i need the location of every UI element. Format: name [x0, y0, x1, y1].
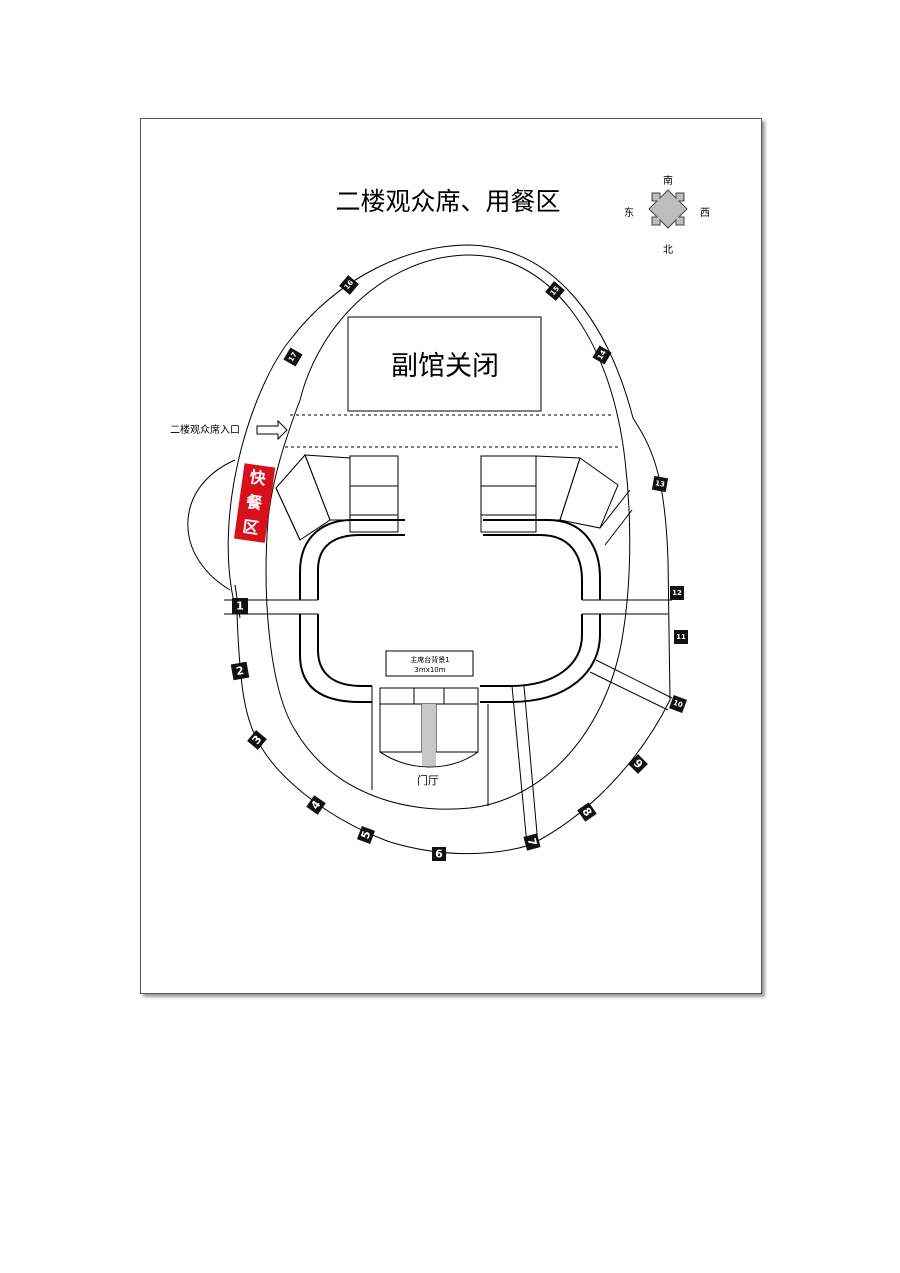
svg-text:10: 10	[672, 699, 684, 710]
marker-14: 14	[592, 345, 612, 365]
seating-block-left-inner	[349, 455, 399, 533]
entrance-label: 二楼观众席入口	[170, 423, 240, 436]
svg-text:17: 17	[287, 351, 299, 364]
svg-text:3: 3	[250, 733, 265, 747]
marker-4: 4	[306, 795, 326, 815]
stage-box	[385, 650, 474, 677]
lobby-label: 门厅	[417, 773, 439, 787]
svg-text:5: 5	[359, 829, 374, 841]
lobby-top	[379, 687, 479, 705]
map-title: 二楼观众席、用餐区	[335, 187, 560, 216]
marker-13: 13	[651, 475, 669, 493]
marker-15: 15	[545, 281, 565, 301]
marker-8: 8	[577, 802, 597, 822]
entrance-road	[187, 459, 236, 591]
stage-label: 主席台背景1	[410, 655, 449, 664]
seating-block-right-outer	[559, 457, 619, 529]
compass-north: 北	[663, 244, 673, 256]
food-area: 快 餐 区	[233, 463, 276, 543]
lobby-aisle	[422, 704, 436, 766]
entrance-arrow-icon	[256, 419, 288, 441]
seating-block-left-mid	[304, 454, 351, 521]
map-sheet	[140, 118, 762, 994]
compass-west: 西	[700, 208, 710, 219]
marker-11: 11	[674, 630, 688, 644]
compass-rose-icon	[648, 189, 688, 229]
compass-south: 南	[663, 174, 673, 187]
food-area-char-3: 区	[241, 517, 260, 538]
svg-text:7: 7	[525, 837, 540, 848]
marker-16: 16	[339, 275, 359, 295]
marker-17: 17	[283, 347, 303, 367]
compass: 南 北 东 西	[624, 174, 710, 256]
marker-12: 12	[670, 586, 684, 600]
outer-perimeter	[227, 244, 671, 855]
marker-5: 5	[357, 826, 375, 844]
closed-hall-box	[347, 316, 542, 412]
inner-egg-outline	[265, 254, 631, 810]
svg-text:12: 12	[672, 589, 682, 597]
svg-text:13: 13	[655, 479, 666, 489]
svg-text:2: 2	[235, 664, 245, 678]
marker-6: 6	[432, 847, 446, 861]
marker-7: 7	[523, 833, 541, 851]
stage-size: 3mx10m	[414, 666, 445, 674]
marker-3: 3	[247, 730, 267, 750]
marker-2: 2	[230, 661, 250, 681]
food-area-char-1: 快	[248, 467, 267, 488]
svg-text:6: 6	[435, 848, 443, 861]
food-area-box	[233, 463, 276, 543]
svg-text:14: 14	[596, 349, 608, 362]
svg-text:11: 11	[676, 633, 686, 641]
closed-hall-label: 副馆关闭	[391, 351, 499, 382]
compass-east: 东	[624, 206, 634, 219]
lobby-left-block	[379, 703, 423, 753]
seating-block-right-mid	[535, 455, 581, 521]
building-outlines	[187, 244, 673, 855]
lobby-right-block	[435, 703, 479, 753]
marker-9: 9	[628, 754, 648, 774]
svg-text:1: 1	[236, 600, 244, 613]
food-area-char-2: 餐	[244, 492, 264, 513]
marker-1: 1	[232, 598, 248, 614]
marker-10: 10	[669, 695, 687, 713]
